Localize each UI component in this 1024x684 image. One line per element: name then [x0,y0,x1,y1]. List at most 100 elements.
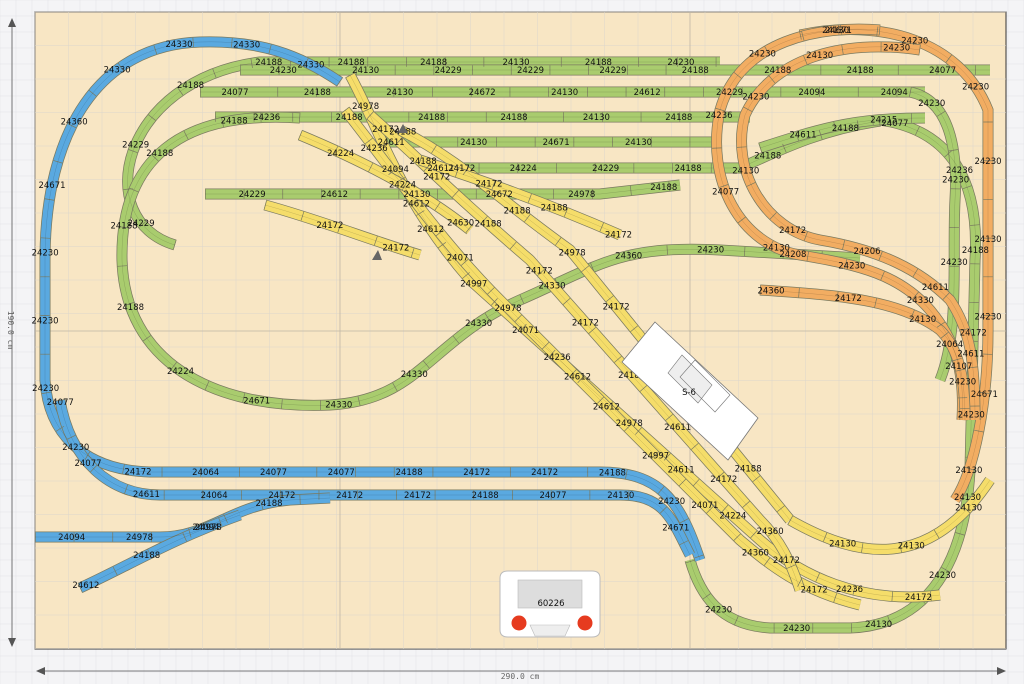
track-yellow-1[interactable] [345,72,941,602]
track-piece-label: 24236 [544,353,571,363]
track-piece-label: 24094 [192,523,219,533]
track-piece-label: 24172 [835,294,862,304]
track-piece-label: 24230 [32,249,59,259]
track-piece-label: 24077 [74,459,101,469]
track-piece-label: 24094 [58,533,85,543]
track-centerline [759,289,966,421]
track-yellow-3[interactable] [366,111,805,592]
track-piece-label: 24130 [607,491,634,501]
track-piece-label: 24064 [201,491,228,501]
track-centerline [689,119,976,629]
station-building[interactable]: S-6 [621,321,759,461]
track-piece-label: 24064 [936,340,963,350]
track-green-outer-loop[interactable] [123,57,720,250]
track-piece-label: 24130 [829,539,856,549]
track-piece-label: 24612 [593,402,620,412]
track-piece-label: 24188 [255,58,282,68]
track-piece-label: 24077 [47,398,74,408]
track-piece-label: 24094 [382,165,409,175]
track-piece-label: 24188 [146,149,173,159]
track-green-diag[interactable] [758,113,926,153]
track-piece-label: 24230 [742,93,769,103]
track-piece-label: 24611 [133,490,160,500]
track-piece-label: 24172 [382,243,409,253]
track-green-stub[interactable] [205,180,681,199]
track-piece-label: 24172 [572,319,599,329]
controller-left-knob[interactable] [511,615,527,631]
track-yellow-6[interactable] [263,200,422,260]
track-orange-lower[interactable] [759,285,970,421]
track-piece-label: 24360 [61,117,88,127]
width-dimension: 290.0 cm [36,667,1006,681]
track-piece-label: 24230 [838,261,865,271]
track-piece-label: 24360 [757,527,784,537]
track-yellow-5[interactable] [418,155,622,240]
track-piece-label: 24188 [599,468,626,478]
track-piece-label: 24330 [104,66,131,76]
track-piece-label: 24188 [110,222,137,232]
track-group-green[interactable] [116,56,990,634]
track-piece-label: 24229 [716,88,743,98]
track-orange-loop-2[interactable] [736,42,980,421]
track-piece-label: 24172 [960,328,987,338]
track-piece-label: 24172 [531,468,558,478]
track-piece-label: 24229 [122,141,149,151]
track-piece-label: 24611 [789,131,816,141]
track-piece-label: 24172 [605,230,632,240]
track-piece-label: 24130 [551,88,578,98]
track-piece-label: 24172 [905,593,932,603]
track-group-yellow[interactable] [263,72,995,611]
track-piece-label: 24188 [396,468,423,478]
height-label: 190.0 cm [6,311,15,350]
track-piece-label: 24172 [773,556,800,566]
track-piece-label: 24130 [955,504,982,514]
track-centerline [35,497,331,538]
track-piece-label: 24230 [962,83,989,93]
track-piece-label: 24230 [958,411,985,421]
track-piece-label: 24230 [783,624,810,634]
track-joints [440,116,881,173]
track-piece-label: 24611 [922,283,949,293]
track-piece-label: 24172 [463,468,490,478]
track-piece-label: 24230 [942,175,969,185]
track-piece-label: 24236 [836,585,863,595]
track-group-blue[interactable] [35,36,706,593]
track-piece-label: 24188 [665,113,692,123]
track-blue-branch[interactable] [78,510,242,593]
track-piece-label: 24188 [764,66,791,76]
track-piece-label: 24077 [881,119,908,129]
signal-icon [398,124,408,133]
track-piece-label: 24188 [475,219,502,229]
track-piece-label: 24230 [62,443,89,453]
track-piece-label: 24330 [165,40,192,50]
track-piece-label: 24188 [832,124,859,134]
track-piece-label: 24330 [465,319,492,329]
track-yellow-7[interactable] [298,130,473,234]
track-piece-label: 24077 [539,491,566,501]
track-centerline [344,109,861,606]
track-piece-label: 24671 [662,523,689,533]
track-piece-label: 24130 [865,620,892,630]
track-piece-label: 24230 [270,66,297,76]
track-joints [787,477,994,555]
track-piece-label: 24188 [650,183,677,193]
controller-device[interactable]: 60226 [499,570,601,638]
track-piece-label: 24188 [338,58,365,68]
track-piece-label: 24188 [472,491,499,501]
track-blue-outer-loop[interactable] [40,37,705,562]
track-piece-label: 24130 [955,466,982,476]
track-centerline [205,184,681,195]
track-piece-label: 24172 [475,179,502,189]
track-piece-label: 24188 [304,88,331,98]
track-piece-label: 24230 [658,497,685,507]
track-piece-label: 24107 [945,362,972,372]
track-green-left-loop[interactable] [117,112,861,411]
track-blue-inner[interactable] [55,399,695,558]
signal-icon [372,250,382,260]
controller-right-knob[interactable] [577,615,593,631]
track-piece-label: 24997 [460,279,487,289]
track-group-orange[interactable] [711,23,994,504]
track-centerline [741,46,976,421]
track-piece-label: 24130 [386,88,413,98]
